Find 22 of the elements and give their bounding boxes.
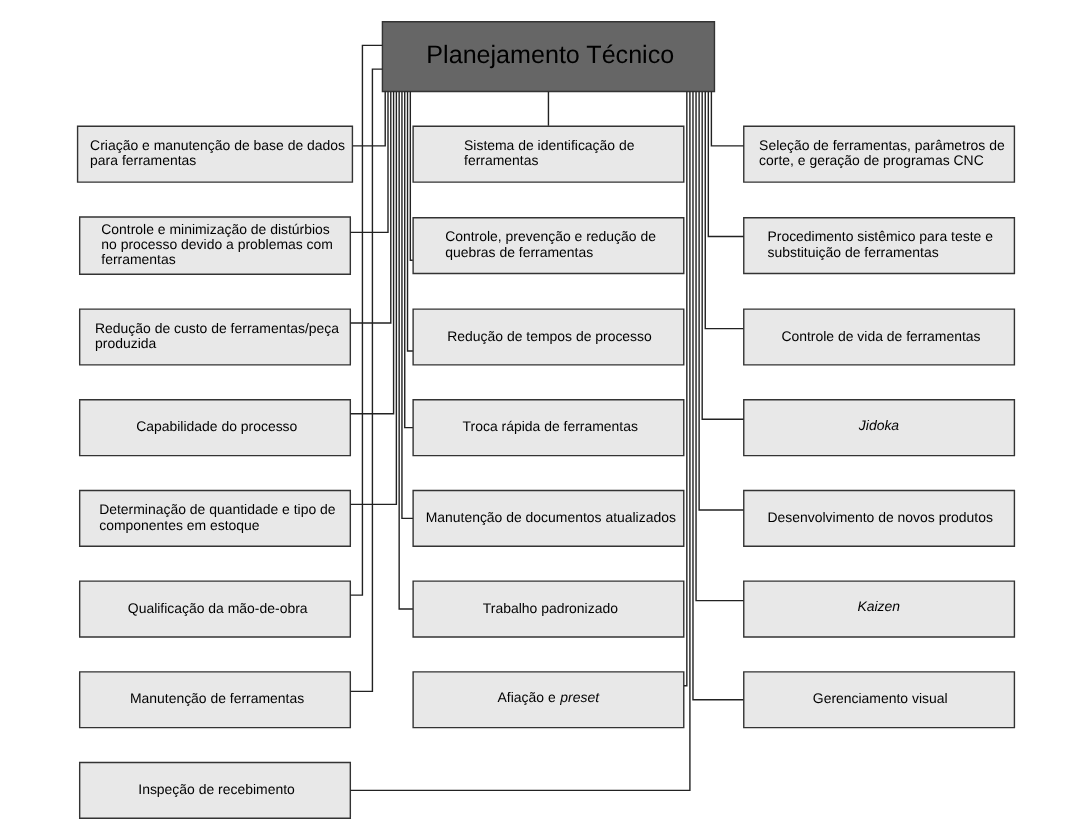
connector (349, 91, 389, 234)
connector (695, 91, 745, 602)
connector (707, 91, 745, 238)
connector (710, 91, 745, 147)
connector (698, 91, 745, 511)
connector (398, 90, 414, 610)
connector (349, 91, 398, 506)
node-box: Planejamento Técnico (381, 21, 716, 93)
connector (404, 90, 414, 429)
connector (349, 44, 384, 596)
connector (349, 90, 395, 415)
connector (547, 91, 550, 127)
connector (352, 91, 386, 147)
connector (701, 91, 745, 420)
connector (349, 91, 392, 324)
connector (401, 90, 414, 520)
connector (406, 90, 414, 352)
connector (349, 90, 691, 792)
connector (692, 90, 745, 701)
connector (683, 91, 688, 687)
connector (409, 90, 414, 261)
connector (704, 90, 745, 330)
